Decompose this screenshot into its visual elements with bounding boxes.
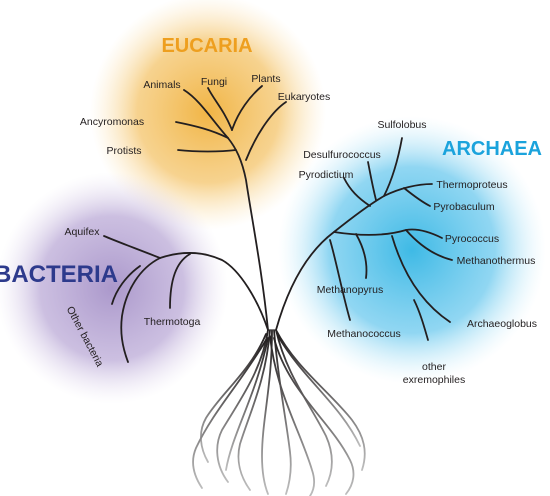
label-aquifex: Aquifex — [64, 226, 100, 238]
branch-pyrodictium — [343, 177, 371, 207]
tree-branches — [103, 85, 453, 363]
bacteria-trunk — [159, 252, 269, 331]
label-pyrococcus: Pyrococcus — [445, 233, 499, 245]
label-archaeoglobus: Archaeoglobus — [467, 318, 537, 330]
bacteria-title: BACTERIA — [0, 261, 118, 288]
branch-desulfurococcus — [367, 161, 377, 201]
branch-ancyromonas — [175, 121, 229, 139]
eucaria-circle — [90, 0, 326, 230]
branch-other-extremophiles — [413, 299, 429, 341]
branch-pyrobaculum — [403, 187, 431, 207]
label-methanopyrus: Methanopyrus — [317, 284, 384, 296]
label-thermotoga: Thermotoga — [144, 316, 201, 328]
eucaria-trunk — [227, 137, 269, 331]
branch-bacteria-small — [111, 265, 141, 305]
label-pyrodictium: Pyrodictium — [299, 169, 354, 181]
branch-thermoproteus — [383, 183, 433, 197]
archaea-title: ARCHAEA — [442, 138, 542, 160]
branch-fungi — [207, 87, 233, 131]
label-other-extremophiles-line1: other — [422, 361, 446, 373]
archaea-trunk — [275, 195, 385, 331]
branch-archaeoglobus — [391, 235, 451, 323]
label-eukaryotes: Eukaryotes — [278, 91, 331, 103]
label-ancyromonas: Ancyromonas — [80, 116, 144, 128]
label-thermoproteus: Thermoproteus — [436, 179, 507, 191]
label-plants: Plants — [251, 73, 280, 85]
label-other-extremophiles-line2: exremophiles — [403, 374, 465, 386]
label-desulfurococcus: Desulfurococcus — [303, 149, 381, 161]
branch-thermotoga — [169, 253, 191, 309]
branch-plants — [231, 85, 263, 131]
branch-aquifex — [103, 235, 161, 259]
branch-methanothermus — [405, 229, 453, 261]
branch-methanopyrus — [355, 233, 368, 279]
eucaria-title: EUCARIA — [161, 35, 252, 57]
label-protists: Protists — [106, 145, 141, 157]
label-fungi: Fungi — [201, 76, 227, 88]
label-pyrobaculum: Pyrobaculum — [433, 201, 495, 213]
label-methanococcus: Methanococcus — [327, 328, 401, 340]
branch-methanococcus — [329, 239, 351, 321]
label-methanothermus: Methanothermus — [457, 255, 536, 267]
bacteria-circle — [0, 172, 228, 404]
label-sulfolobus: Sulfolobus — [377, 119, 426, 131]
branch-other-bacteria — [120, 257, 161, 363]
branch-eukaryotes — [245, 101, 287, 161]
archaea-circle — [278, 116, 546, 384]
label-animals: Animals — [143, 79, 180, 91]
tree-roots — [192, 329, 366, 496]
branch-sulfolobus — [383, 137, 403, 197]
branch-animals — [183, 89, 229, 139]
branch-protists — [177, 149, 237, 153]
